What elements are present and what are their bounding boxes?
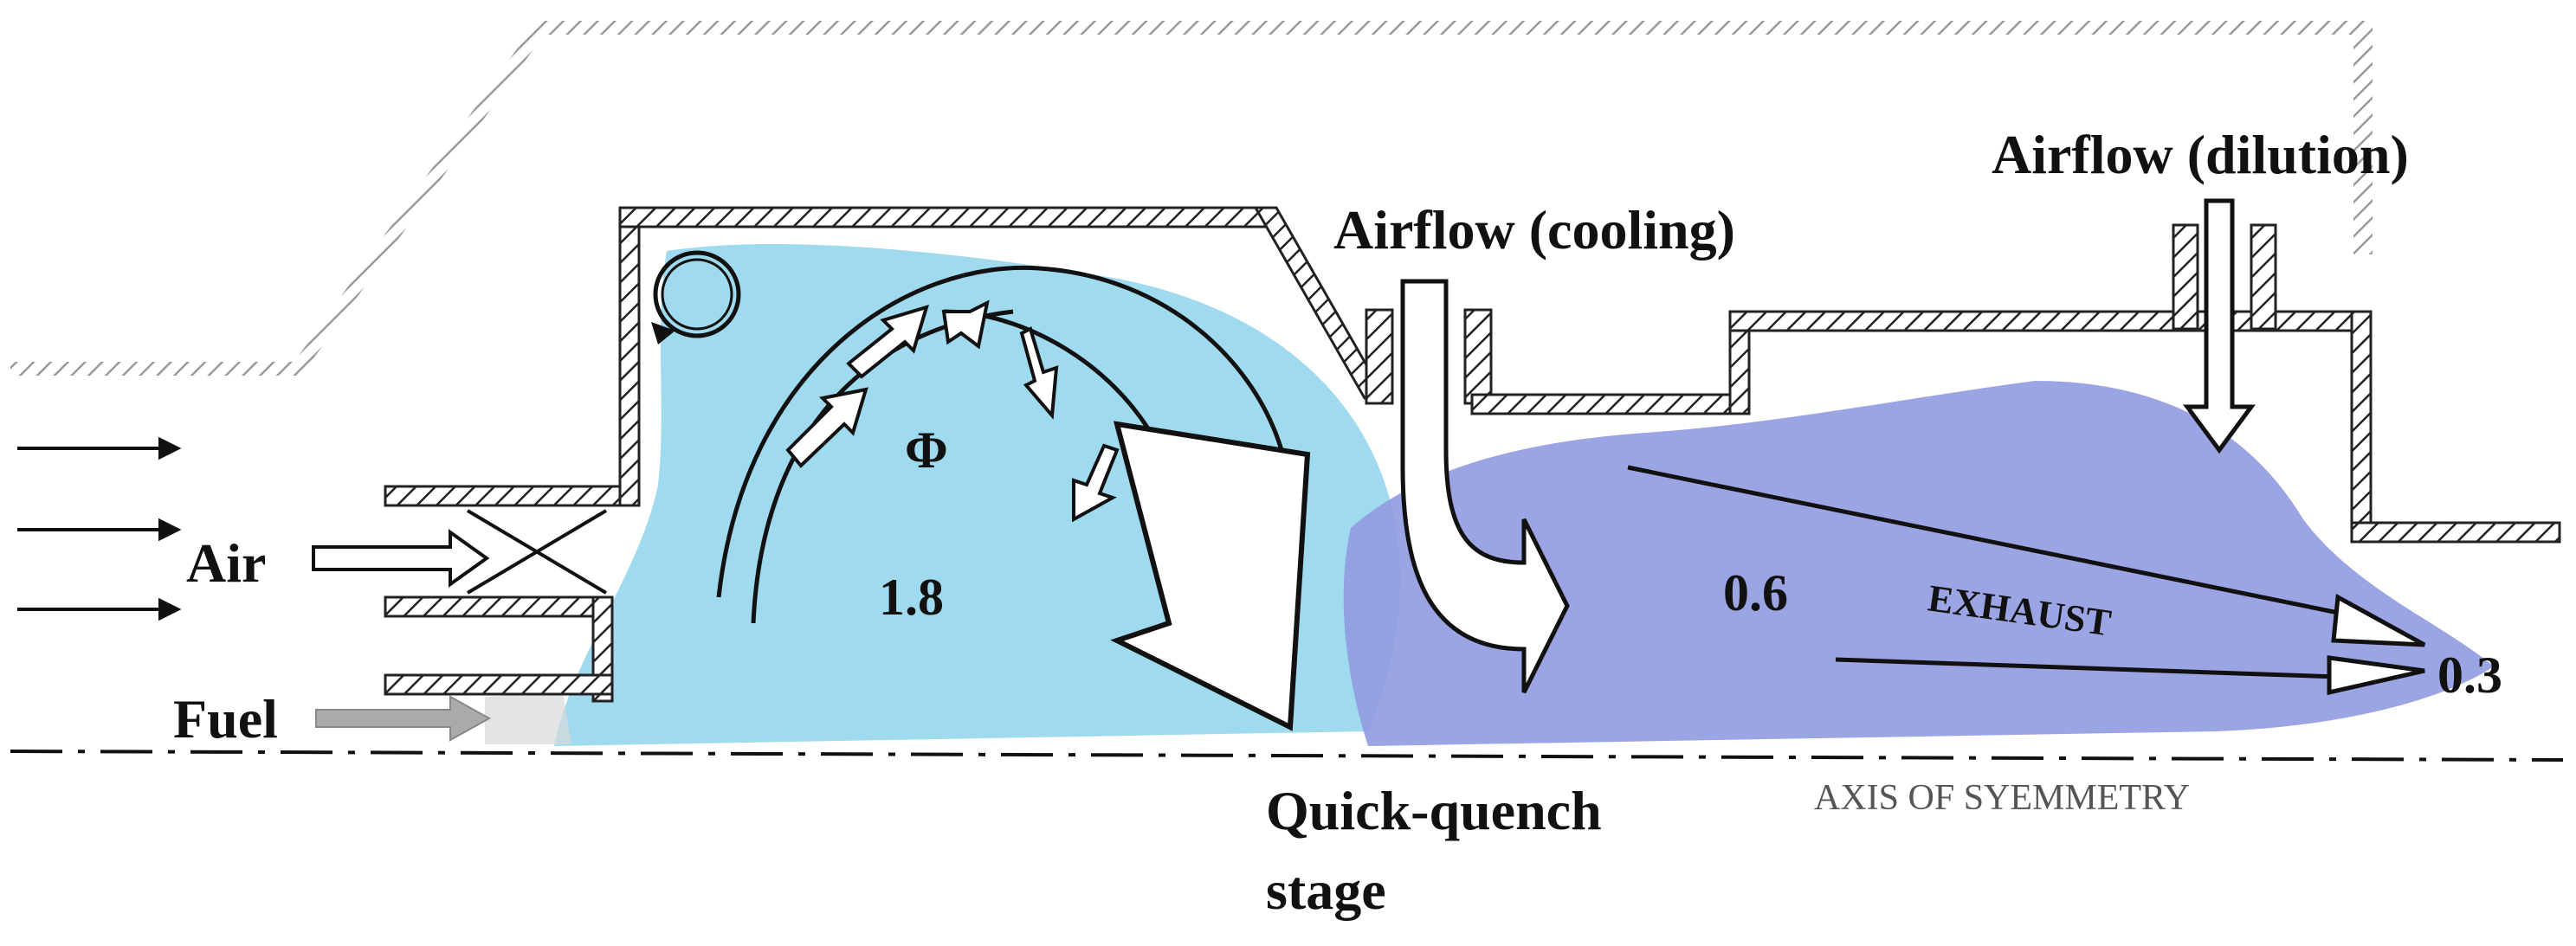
phi-primary-value: 1.8: [879, 569, 944, 626]
recirculation-flow-arrow: [716, 265, 1311, 731]
airflow-dilution-label: Airflow (dilution): [1992, 124, 2409, 185]
fuel-injector: [384, 509, 614, 703]
recirculation-circle-icon: [651, 250, 741, 344]
quick-quench-stage-label: stage: [1266, 859, 1386, 921]
outer-casing: [10, 21, 2373, 376]
phi-exit-value: 0.3: [2437, 647, 2502, 704]
inlet-air-arrows: [17, 436, 182, 621]
phi-symbol: Φ: [905, 422, 948, 479]
fuel-label: Fuel: [173, 688, 278, 750]
axis-of-symmetry-label: AXIS OF SYEMMETRY: [1814, 778, 2190, 818]
dilution-airflow-arrow: [2183, 198, 2256, 454]
fuel-spray: [485, 692, 571, 744]
quick-quench-label: Quick-quench: [1266, 780, 1602, 841]
exhaust-arrows: [1627, 465, 2426, 696]
swirl-arrows: [785, 299, 1120, 523]
cooling-airflow-arrow: [1400, 279, 1570, 694]
phi-quench-value: 0.6: [1723, 564, 1788, 621]
air-label: Air: [186, 532, 266, 594]
combustor-liner: [384, 206, 2561, 544]
airflow-cooling-label: Airflow (cooling): [1333, 199, 1735, 261]
air-inlet-arrow: [312, 529, 490, 588]
axis-of-symmetry-line: [10, 750, 2564, 762]
lean-zone-cloud: [1343, 381, 2494, 746]
fuel-inlet-arrow: [315, 695, 492, 742]
